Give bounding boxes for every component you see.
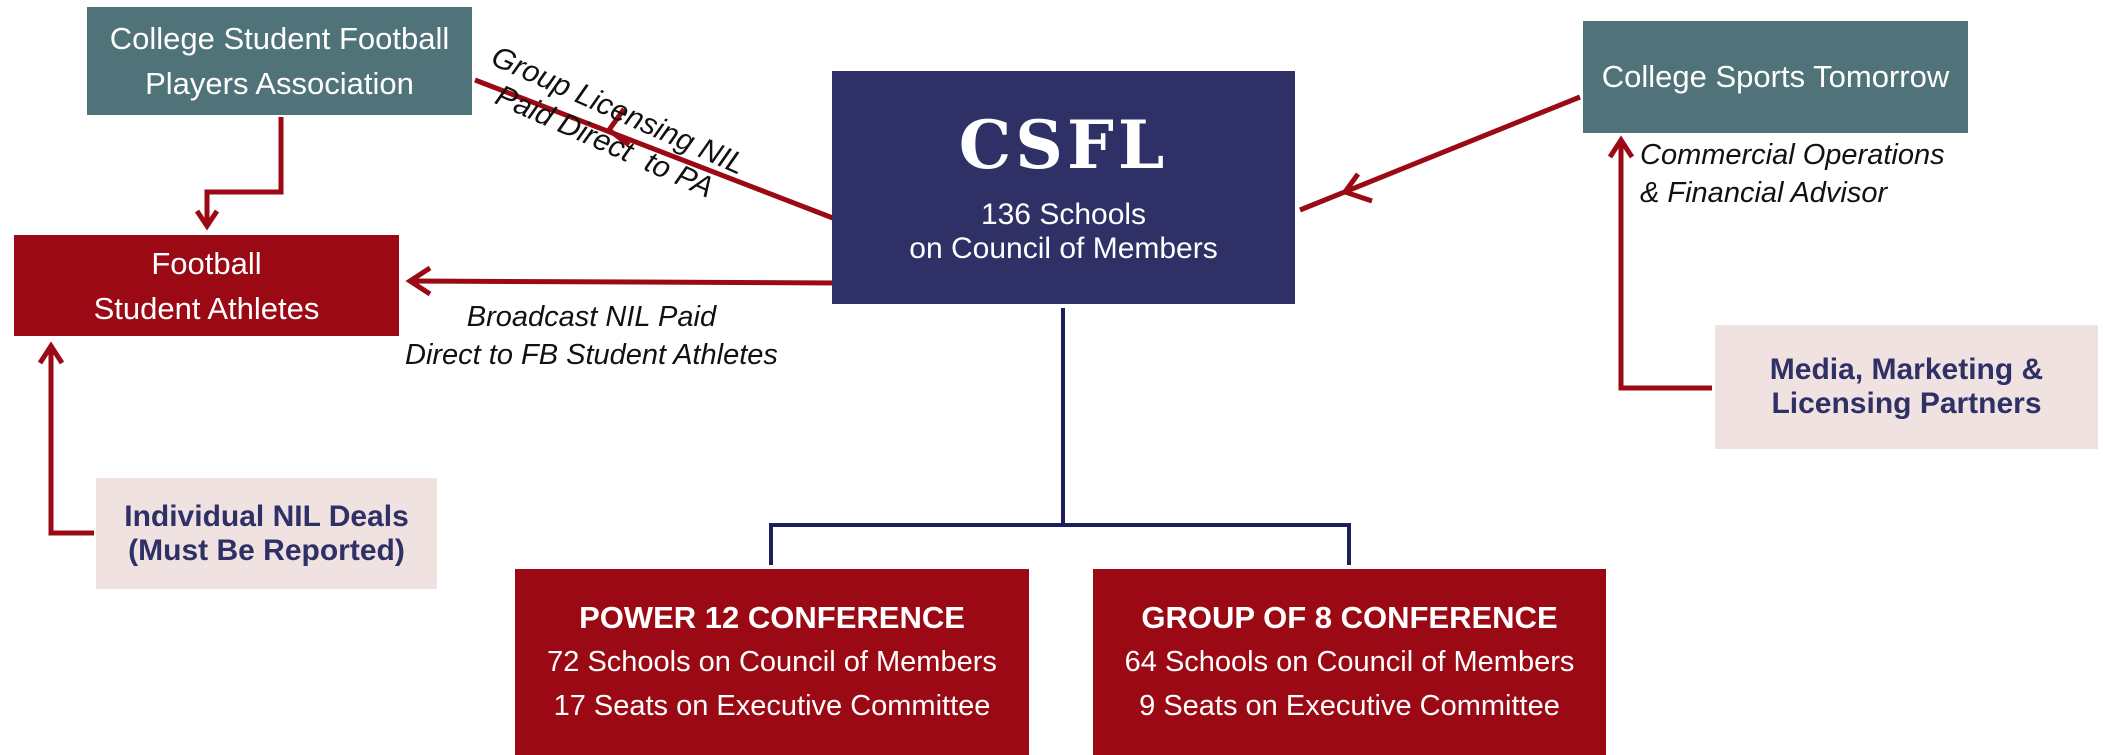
csfl-logo: CSFL [959, 110, 1168, 180]
go8-title: GROUP OF 8 CONFERENCE [1141, 600, 1558, 635]
line-csfl-to-conferences [769, 308, 1351, 565]
broadcast-line1: Broadcast NIL Paid [466, 301, 717, 333]
arrowhead-fsa-top [194, 209, 220, 231]
csfl-line1: 136 Schools [980, 197, 1147, 231]
commercial-operations-label: Commercial Operations & Financial Adviso… [1640, 136, 1945, 212]
arrowhead-cspa [605, 107, 631, 147]
power12-line1: 72 Schools on Council of Members [547, 646, 997, 678]
arrow-media-to-cst [1618, 140, 1712, 391]
go8-line2: 9 Seats on Executive Committee [1139, 690, 1560, 722]
power12-title: POWER 12 CONFERENCE [579, 600, 965, 635]
nil-deals-line2: (Must Be Reported) [128, 533, 405, 567]
group-of-8-conference-node: GROUP OF 8 CONFERENCE 64 Schools on Coun… [1093, 569, 1606, 755]
broadcast-nil-label: Broadcast NIL Paid Direct to FB Student … [405, 298, 778, 374]
power12-line2: 17 Seats on Executive Committee [553, 690, 991, 722]
college-sports-tomorrow-node: College Sports Tomorrow [1583, 21, 1968, 133]
power12-conference-node: POWER 12 CONFERENCE 72 Schools on Counci… [515, 569, 1029, 755]
media-line2: Licensing Partners [1771, 387, 2042, 420]
cspa-line2: Players Association [145, 66, 414, 101]
arrow-nil-to-fsa [48, 345, 94, 536]
commercial-line1: Commercial Operations [1640, 139, 1945, 171]
media-line1: Media, Marketing & [1769, 353, 2044, 386]
cspa-line1: College Student Football [109, 21, 450, 56]
arrow-csfl-to-cspa [474, 77, 839, 223]
arrow-cspa-to-fsa [204, 117, 284, 224]
fsa-line2: Student Athletes [93, 290, 320, 326]
arrowhead-csfl [1340, 172, 1373, 204]
nil-deals-line1: Individual NIL Deals [124, 499, 409, 533]
cst-label: College Sports Tomorrow [1601, 59, 1950, 94]
broadcast-line2: Direct to FB Student Athletes [405, 339, 778, 371]
csfl-node: CSFL 136 Schools on Council of Members [832, 71, 1295, 304]
individual-nil-deals-node: Individual NIL Deals (Must Be Reported) [96, 478, 437, 589]
arrowhead-fsa-bottom [37, 341, 65, 365]
commercial-line2: & Financial Advisor [1640, 177, 1888, 209]
csfl-line2: on Council of Members [909, 231, 1218, 265]
go8-line1: 64 Schools on Council of Members [1124, 646, 1575, 678]
media-partners-node: Media, Marketing & Licensing Partners [1715, 325, 2098, 449]
football-student-athletes-node: Football Student Athletes [14, 235, 399, 336]
fsa-line1: Football [151, 245, 262, 281]
arrow-csfl-to-fsa [409, 278, 841, 286]
cspa-node: College Student Football Players Associa… [87, 7, 472, 115]
arrowhead-fsa-right [405, 265, 432, 297]
arrowhead-cst [1607, 135, 1635, 159]
csfl-logo-text: CSFL [958, 105, 1169, 184]
